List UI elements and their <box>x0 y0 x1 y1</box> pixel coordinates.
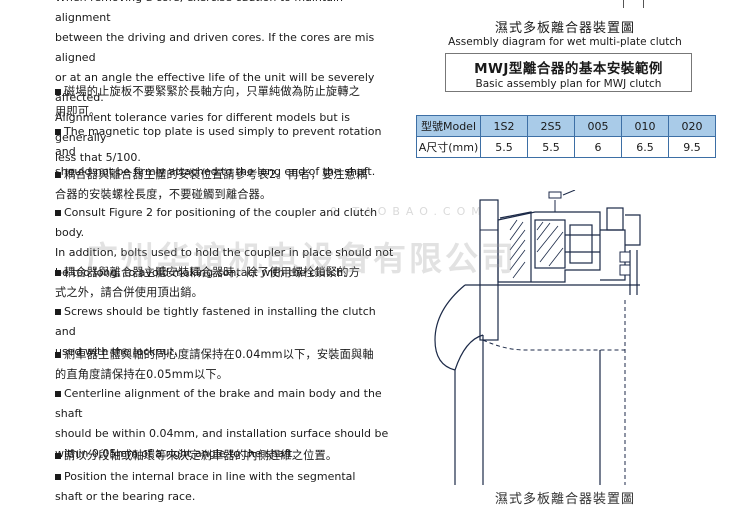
table-header-cell: 2S5 <box>527 115 575 137</box>
terminal-pins <box>548 190 576 212</box>
intro-line: between the driving and driven cores. If… <box>55 31 375 64</box>
item-line: 磁場的止旋板不要緊緊於長軸方向，只單純做為防止旋轉之 <box>64 85 361 98</box>
item-line: shaft or the bearing race. <box>55 490 196 503</box>
bullet-icon <box>55 88 61 95</box>
table-row: 型號Model 1S2 2S5 005 010 020 <box>416 115 716 137</box>
friction-plates <box>509 219 564 279</box>
item-line: 的直角度請保持在0.05mm以下。 <box>55 368 229 381</box>
item-line: 剎車器主體與軸的同心度請保持在0.04mm以下，安裝面與軸 <box>64 348 374 361</box>
table-row-label: A尺寸(mm) <box>416 136 481 158</box>
bullet-icon <box>55 452 61 459</box>
instruction-item-1-en: The magnetic top plate is used simply to… <box>55 122 395 182</box>
dimension-table: 型號Model 1S2 2S5 005 010 020 A尺寸(mm) 5.5 … <box>416 115 716 158</box>
item-line: used with the locknut. <box>55 345 178 358</box>
instruction-item-3-zh: 耦合器與離合器主體安裝耦合器時，除了使用螺栓鎖緊的方 式之外，請合併使用頂出銷。 <box>55 263 395 303</box>
item-line: Centerline alignment of the brake and ma… <box>55 387 382 420</box>
item-line: 耦合器與離合器主體安裝耦合器時，除了使用螺栓鎖緊的方 <box>64 266 361 279</box>
item-line: should be within 0.04mm, and installatio… <box>55 427 389 440</box>
bullet-icon <box>55 390 61 397</box>
intro-line: When removing a core, exercise caution t… <box>55 0 343 24</box>
mwj-title-box: MWJ型離合器的基本安裝範例 Basic assembly plan for M… <box>445 53 692 92</box>
instruction-item-4-zh: 剎車器主體與軸的同心度請保持在0.04mm以下，安裝面與軸 的直角度請保持在0.… <box>55 345 395 385</box>
bullet-icon <box>55 171 61 178</box>
item-line: within 0.05mm of a right angle to the sh… <box>55 447 296 460</box>
instruction-item-1-zh: 磁場的止旋板不要緊緊於長軸方向，只單純做為防止旋轉之 用即可。 <box>55 82 395 122</box>
item-line: The magnetic top plate is used simply to… <box>55 125 382 158</box>
mounting-plate <box>479 199 499 341</box>
table-header-cell: 010 <box>621 115 669 137</box>
wet-clutch-caption: 濕式多板離合器裝置圖 Assembly diagram for wet mult… <box>405 17 725 48</box>
item-line: 用即可。 <box>55 105 101 118</box>
bullet-icon <box>55 128 61 135</box>
intro-paragraph: When removing a core, exercise caution t… <box>55 0 395 168</box>
table-cell: 6 <box>574 136 622 158</box>
mwj-title-zh: MWJ型離合器的基本安裝範例 <box>474 61 663 77</box>
shaft <box>434 284 640 485</box>
item-line: Position the internal brace in line with… <box>64 470 356 483</box>
bullet-icon <box>55 209 61 216</box>
bullet-icon <box>55 351 61 358</box>
instruction-item-3-en: Screws should be tightly fastened in ins… <box>55 302 395 362</box>
instruction-item-2-zh: 耦合器與離合器主體的安裝位置請參考表2。再者，要注意耦 合器的安裝螺栓長度，不要… <box>55 165 395 205</box>
item-line: 式之外，請合併使用頂出銷。 <box>55 286 204 299</box>
frame-line <box>623 0 624 8</box>
bullet-icon <box>55 473 61 480</box>
item-line: Screws should be tightly fastened in ins… <box>55 305 376 338</box>
table-cell: 5.5 <box>527 136 575 158</box>
item-line: 請以分段軸或軸環等來決定剎車器的內側趕維之位置。 <box>64 449 338 462</box>
caption-en: Assembly diagram for wet multi-plate clu… <box>448 36 682 48</box>
item-line: 合器的安裝螺栓長度，不要碰觸到離合器。 <box>55 188 272 201</box>
intro-line: or at an angle the effective life of the… <box>55 71 375 104</box>
table-cell: 9.5 <box>668 136 716 158</box>
instruction-item-4-en: Centerline alignment of the brake and ma… <box>55 384 395 464</box>
mwj-title-en: Basic assembly plan for MWJ clutch <box>475 78 662 90</box>
item-line: Consult Figure 2 for positioning of the … <box>55 206 378 239</box>
instruction-item-2-en: Consult Figure 2 for positioning of the … <box>55 203 395 283</box>
table-cell: 5.5 <box>480 136 528 158</box>
bottom-figure-caption: 濕式多板離合器裝置圖 <box>495 492 636 507</box>
clutch-housing <box>497 207 641 295</box>
bolts <box>619 251 631 276</box>
item-line: In addition, bolts used to hold the coup… <box>55 246 394 259</box>
instruction-item-5-zh: 請以分段軸或軸環等來決定剎車器的內側趕維之位置。 <box>55 446 395 466</box>
table-cell: 6.5 <box>621 136 669 158</box>
intro-line: less that 5/100. <box>55 151 141 164</box>
table-header-label: 型號Model <box>416 115 481 137</box>
watermark-url: 0.TAOBAO.COM <box>330 205 487 218</box>
table-header-cell: 005 <box>574 115 622 137</box>
instruction-item-5-en: Position the internal brace in line with… <box>55 467 395 507</box>
table-row: A尺寸(mm) 5.5 5.5 6 6.5 9.5 <box>416 136 716 158</box>
bullet-icon <box>55 308 61 315</box>
intro-line: Alignment tolerance varies for different… <box>55 111 350 144</box>
item-line: 耦合器與離合器主體的安裝位置請參考表2。再者，要注意耦 <box>64 168 368 181</box>
table-header-cell: 1S2 <box>480 115 528 137</box>
frame-line <box>643 0 644 8</box>
table-header-cell: 020 <box>668 115 716 137</box>
item-line: be too long, to avoid making contact wit… <box>55 266 347 279</box>
clutch-assembly-diagram <box>434 190 641 485</box>
item-line: should not be firmly attached to the lon… <box>55 165 376 178</box>
hidden-lines <box>482 300 626 485</box>
figures-column: 濕式多板離合器裝置圖 Assembly diagram for wet mult… <box>405 0 750 507</box>
caption-zh: 濕式多板離合器裝置圖 <box>494 21 635 36</box>
bullet-icon <box>55 269 61 276</box>
